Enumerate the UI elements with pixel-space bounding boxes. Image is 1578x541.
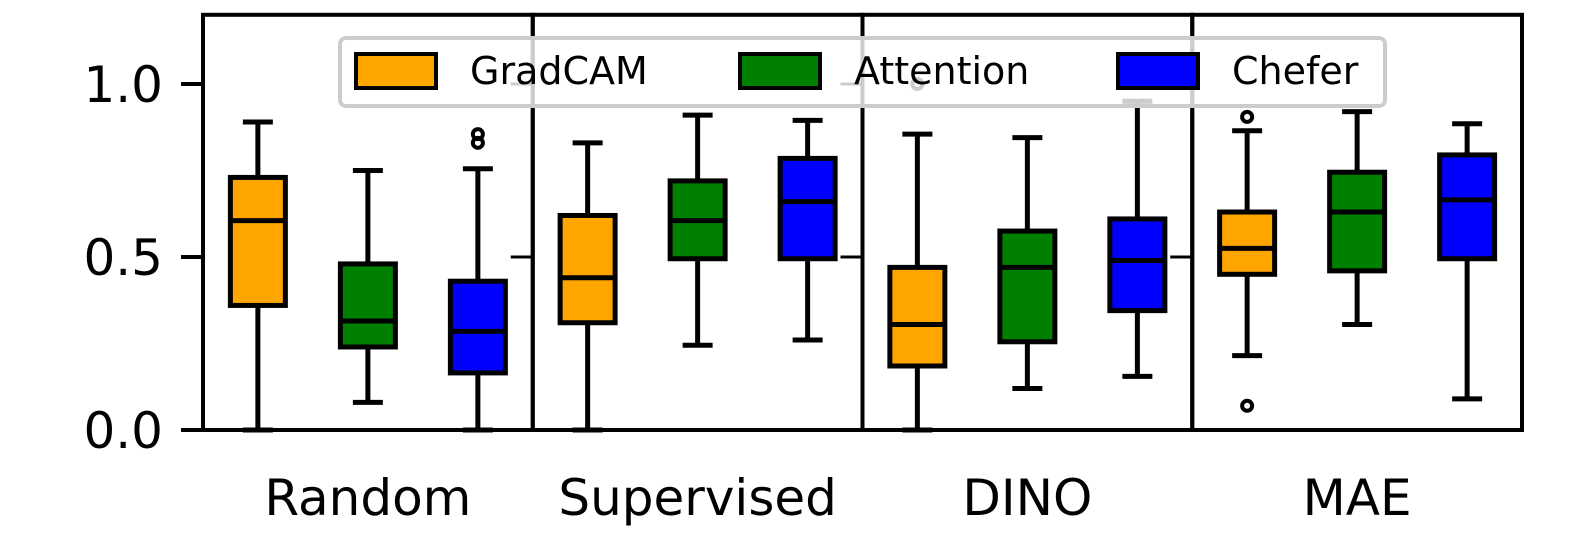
box-iqr	[1107, 216, 1168, 314]
legend-label: GradCAM	[470, 49, 648, 93]
box-attention-dino	[997, 135, 1058, 391]
legend-label: Chefer	[1232, 49, 1359, 93]
box-iqr	[777, 155, 838, 262]
boxes	[227, 77, 1498, 433]
box-iqr	[557, 212, 618, 326]
group-panel-mae	[1190, 12, 1524, 433]
legend-item-chefer: Chefer	[1116, 49, 1359, 93]
box-iqr	[337, 261, 398, 350]
box-attention-mae	[1327, 109, 1388, 327]
box-gradcam-mae	[1217, 109, 1278, 413]
legend-swatch	[1116, 52, 1200, 90]
box-chefer-mae	[1437, 121, 1498, 402]
box-gradcam-dino	[887, 77, 948, 433]
box-attention-supervised	[667, 112, 728, 348]
box-chefer-random	[447, 127, 508, 433]
group-label-mae: MAE	[1303, 469, 1412, 527]
flier-point	[470, 127, 485, 142]
y-tick-label: 0.0	[83, 402, 163, 460]
box-iqr	[1437, 152, 1498, 262]
box-chefer-dino	[1107, 98, 1168, 379]
group-label-supervised: Supervised	[558, 469, 837, 527]
legend-item-attention: Attention	[738, 49, 1029, 93]
y-tick-label: 0.5	[83, 229, 163, 287]
legend-item-gradcam: GradCAM	[354, 49, 648, 93]
legend-swatch	[354, 52, 438, 90]
box-gradcam-supervised	[557, 140, 618, 433]
box-iqr	[887, 264, 948, 369]
group-label-random: Random	[264, 469, 471, 527]
box-iqr	[447, 278, 508, 376]
box-iqr	[1327, 169, 1388, 274]
legend-label: Attention	[854, 49, 1029, 93]
box-chefer-supervised	[777, 117, 838, 343]
flier-point	[1240, 398, 1255, 413]
box-iqr	[227, 174, 288, 308]
y-axis: 0.0 0.5 1.0	[83, 56, 203, 460]
box-attention-random	[337, 168, 398, 405]
box-iqr	[997, 228, 1058, 345]
box-gradcam-random	[227, 119, 288, 433]
y-tick-label: 1.0	[83, 56, 163, 114]
legend: GradCAM Attention Chefer	[338, 36, 1387, 108]
box-iqr	[1217, 209, 1278, 277]
flier-point	[1240, 109, 1255, 124]
group-label-dino: DINO	[962, 469, 1092, 527]
legend-swatch	[738, 52, 822, 90]
